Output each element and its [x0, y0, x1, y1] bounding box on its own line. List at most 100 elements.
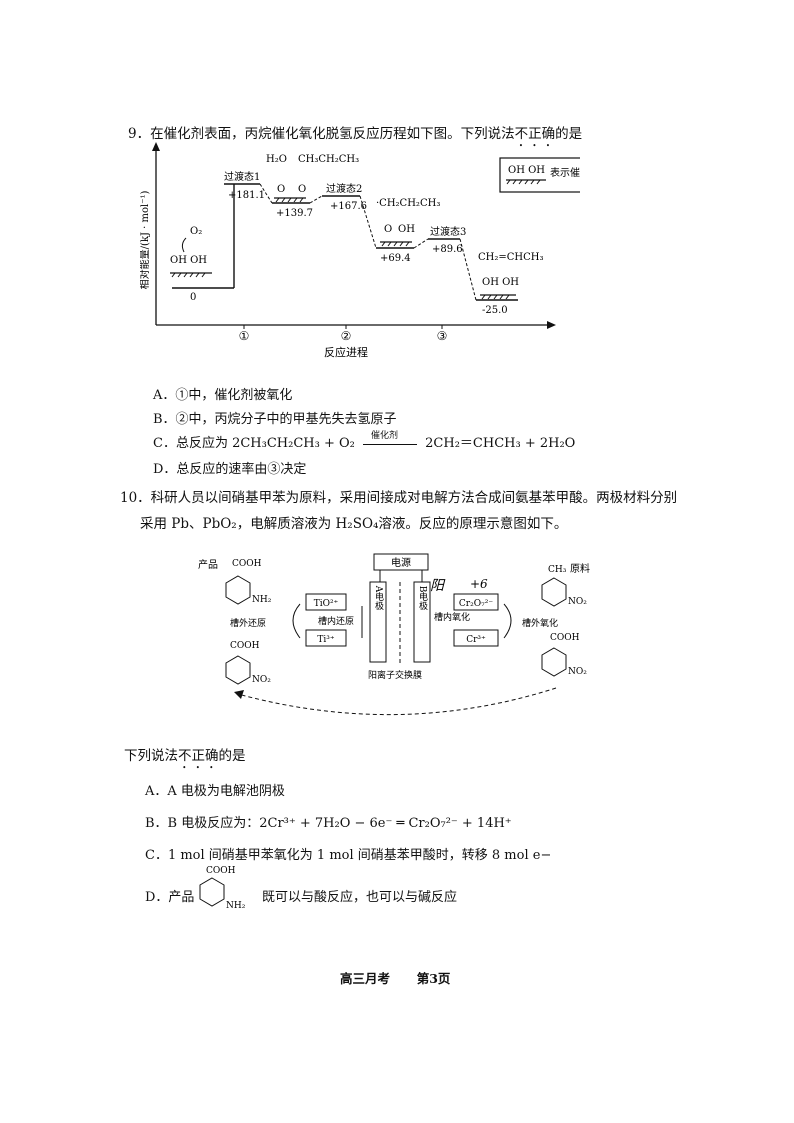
intermediate-ring: [225, 655, 251, 685]
energy-final: -25.0: [482, 305, 508, 316]
cr2o7-label: Cr₂O₇²⁻: [459, 599, 493, 609]
q10-stem-line2: 采用 Pb、PbO₂，电解质溶液为 H₂SO₄溶液。反应的原理示意图如下。: [140, 516, 568, 532]
acid-cooh: COOH: [550, 633, 580, 643]
y-axis-label: 相对能量/(kJ · mol⁻¹): [140, 191, 151, 290]
energy-0: 0: [190, 292, 196, 303]
q10-question-emphasis: 不正确: [178, 748, 219, 764]
energy-profile-diagram: 相对能量/(kJ · mol⁻¹) ① ② ③ 反应进程 OH OH 表示催化剂…: [140, 142, 580, 359]
outside-oxidize-label: 槽外氧化: [522, 617, 558, 629]
return-dashed-arrow: [237, 687, 557, 716]
surface-oh: OH: [398, 224, 415, 235]
q10-option-c: C．1 mol 间硝基甲苯氧化为 1 mol 间硝基苯甲酸时，转移 8 mol …: [145, 848, 552, 863]
q10-option-d-pre: D．产品: [145, 890, 195, 905]
y-axis-arrow: [152, 142, 160, 151]
intermediate-cooh: COOH: [230, 641, 260, 651]
electrode-a-label: A电极: [373, 585, 384, 611]
species-propene: CH₂=CHCH₃: [478, 252, 544, 263]
tio-box: [305, 593, 347, 611]
surface-o-3: O: [384, 224, 392, 235]
q9-stem-pre: 9．在催化剂表面，丙烷催化氧化脱氢反应历程如下图。下列说法: [128, 126, 515, 142]
membrane-label: 阳离子交换膜: [368, 669, 422, 681]
intermediate-no2: NO₂: [252, 675, 271, 685]
footer-exam: 高三月考: [340, 971, 391, 986]
raw-ring: [541, 577, 567, 607]
step-label-3: ③: [437, 329, 448, 343]
electrolysis-diagram: 电源 阳 A电极 B电极 阳离子交换膜 TiO²⁺ Ti³⁺ 槽内还原 Cr₂O…: [198, 553, 590, 716]
q9-option-b: B．②中，丙烷分子中的甲基先失去氢原子: [153, 412, 397, 427]
energy-69: +69.4: [380, 253, 411, 264]
product-ring: [225, 575, 251, 605]
acid-no2: NO₂: [568, 667, 587, 677]
ts1-label: 过渡态1: [224, 170, 260, 183]
energy-181: +181.1: [228, 190, 265, 201]
electrode-b: [413, 581, 431, 663]
catalyst-condition: 催化剂: [371, 431, 399, 441]
electrode-b-label: B电极: [417, 586, 428, 612]
legend-label: 表示催化剂: [550, 166, 580, 179]
ts2-label: 过渡态2: [326, 182, 362, 195]
q10-question-pre: 下列说法: [124, 748, 178, 764]
q9-option-c-post: 2CH₂＝CHCH₃ + 2H₂O: [425, 436, 576, 451]
q9-option-d: D．总反应的速率由③决定: [153, 462, 307, 477]
q9-option-c: C．总反应为 2CH₃CH₂CH₃ + O₂ 催化剂 2CH₂＝CHCH₃ + …: [153, 431, 576, 451]
q9-stem-emphasis: 不正确: [514, 126, 556, 142]
q10-option-d-post: 既可以与酸反应，也可以与碱反应: [262, 890, 458, 905]
product-nh2: NH₂: [252, 595, 272, 605]
cr3-box: [453, 629, 499, 647]
step-label-2: ②: [341, 329, 352, 343]
x-axis-label: 反应进程: [324, 345, 368, 359]
inside-oxidize-label: 槽内氧化: [434, 611, 470, 623]
footer: 高三月考 第3页: [340, 968, 450, 987]
energy-139: +139.7: [276, 208, 313, 219]
raw-no2: NO₂: [568, 597, 587, 607]
species-h2o: H₂O: [266, 154, 287, 165]
option-d-cooh: COOH: [206, 866, 236, 876]
x-axis-arrow: [547, 321, 556, 329]
species-propyl: ·CH₂CH₂CH₃: [376, 198, 440, 209]
ts3-label: 过渡态3: [430, 225, 466, 238]
handwritten-yang: 阳: [430, 578, 446, 594]
energy-167: +167.6: [330, 201, 367, 212]
outside-oxidize-arrow: [503, 603, 512, 639]
cr2o7-box: [453, 593, 499, 611]
surface-o-1: O: [277, 184, 285, 195]
electrode-a: [369, 581, 387, 663]
raw-label: 原料: [570, 562, 590, 575]
q10-question: 下列说法不正确的是: [124, 744, 246, 772]
outside-reduce-label: 槽外还原: [230, 617, 266, 629]
species-propane: CH₃CH₂CH₃: [298, 154, 359, 165]
q10-option-b: B．B 电极反应为：2Cr³⁺ + 7H₂O − 6e⁻ ═ Cr₂O₇²⁻ +…: [145, 816, 512, 831]
legend-groups: OH OH: [508, 165, 545, 176]
option-d-nh2: NH₂: [226, 901, 246, 911]
handwritten-plus6: +6: [470, 577, 488, 591]
q9-option-a: A．①中，催化剂被氧化: [153, 388, 293, 403]
raw-ch3: CH₃: [548, 565, 567, 575]
q9-stem-post: 的是: [555, 126, 583, 142]
q10-option-a: A．A 电极为电解池阴极: [145, 784, 285, 799]
outside-reduce-arrow: [292, 603, 301, 639]
q10-option-d-molecule: COOH NH₂: [199, 866, 246, 911]
species-end-surface: OH OH: [482, 277, 519, 288]
legend-box: [499, 157, 580, 193]
surface-o-2: O: [298, 184, 306, 195]
q9-option-c-pre: C．总反应为 2CH₃CH₂CH₃ + O₂: [153, 436, 355, 451]
ti3-box: [305, 629, 347, 647]
q10-question-post: 的是: [218, 748, 246, 764]
species-start-surface: OH OH: [170, 255, 207, 266]
power-label: 电源: [391, 556, 411, 569]
ti3-label: Ti³⁺: [317, 635, 334, 645]
power-box: [373, 553, 429, 571]
step-label-1: ①: [239, 329, 250, 343]
cr3-label: Cr³⁺: [466, 635, 486, 645]
q9-stem: 9．在催化剂表面，丙烷催化氧化脱氢反应历程如下图。下列说法不正确的是: [128, 122, 582, 150]
tio-label: TiO²⁺: [314, 599, 339, 609]
option-d-ring: [199, 877, 225, 907]
species-o2: O₂: [190, 226, 202, 237]
product-cooh: COOH: [232, 559, 262, 569]
acid-ring: [541, 647, 567, 677]
energy-89: +89.6: [432, 244, 463, 255]
catalyst-arrow: 催化剂: [363, 431, 418, 445]
inside-reduce-label: 槽内还原: [318, 615, 354, 627]
q10-stem-line1: 10．科研人员以间硝基甲苯为原料，采用间接成对电解方法合成间氨基苯甲酸。两极材料…: [120, 490, 678, 506]
product-label: 产品: [198, 558, 218, 571]
